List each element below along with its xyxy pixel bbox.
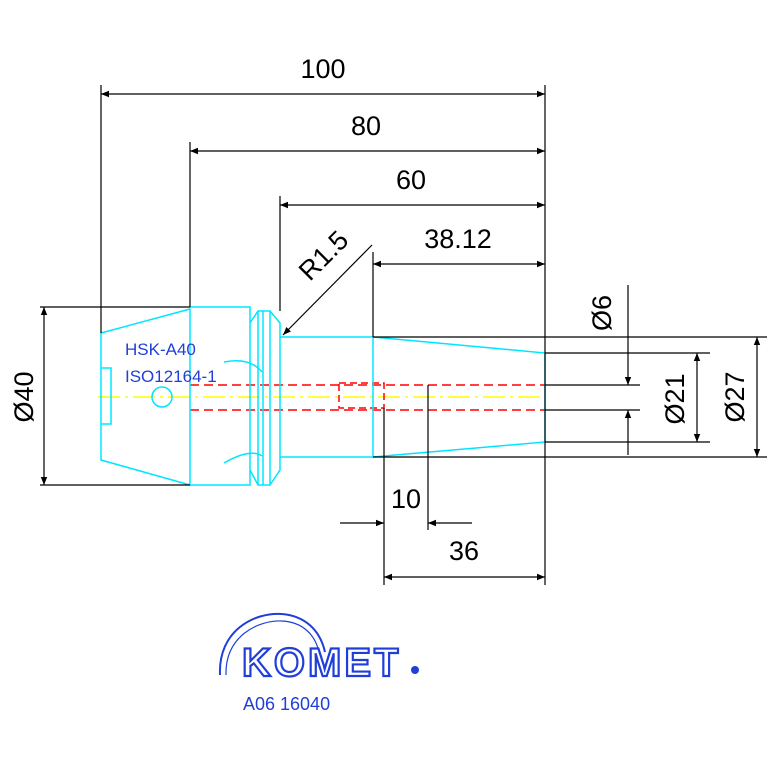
dim-text-dia-27: Ø27: [720, 371, 750, 422]
dim-text-10: 10: [391, 484, 421, 514]
interface-label: HSK-A40: [125, 340, 196, 359]
hidden-bore-pocket: [338, 382, 385, 409]
part-number: A06 16040: [243, 694, 330, 714]
dim-text-3812: 38.12: [424, 224, 492, 254]
dim-text-80: 80: [351, 111, 381, 141]
logo-wordmark: KOMET: [242, 641, 401, 685]
dim-text-dia-6: Ø6: [587, 295, 617, 331]
standard-label: ISO12164-1: [125, 367, 217, 386]
dim-text-60: 60: [396, 165, 426, 195]
dim-text-dia-40: Ø40: [9, 371, 39, 422]
dimension-lines: [40, 85, 767, 585]
dim-text-dia-21: Ø21: [660, 373, 690, 424]
logo-dot: [411, 666, 419, 674]
dim-text-radius: R1.5: [293, 225, 355, 287]
komet-logo: KOMET: [218, 612, 419, 686]
dim-text-36: 36: [449, 536, 479, 566]
dim-text-100: 100: [300, 54, 345, 84]
radius-leader: [282, 244, 373, 336]
logo-arc: [218, 612, 326, 676]
holder-outline: [100, 306, 546, 486]
